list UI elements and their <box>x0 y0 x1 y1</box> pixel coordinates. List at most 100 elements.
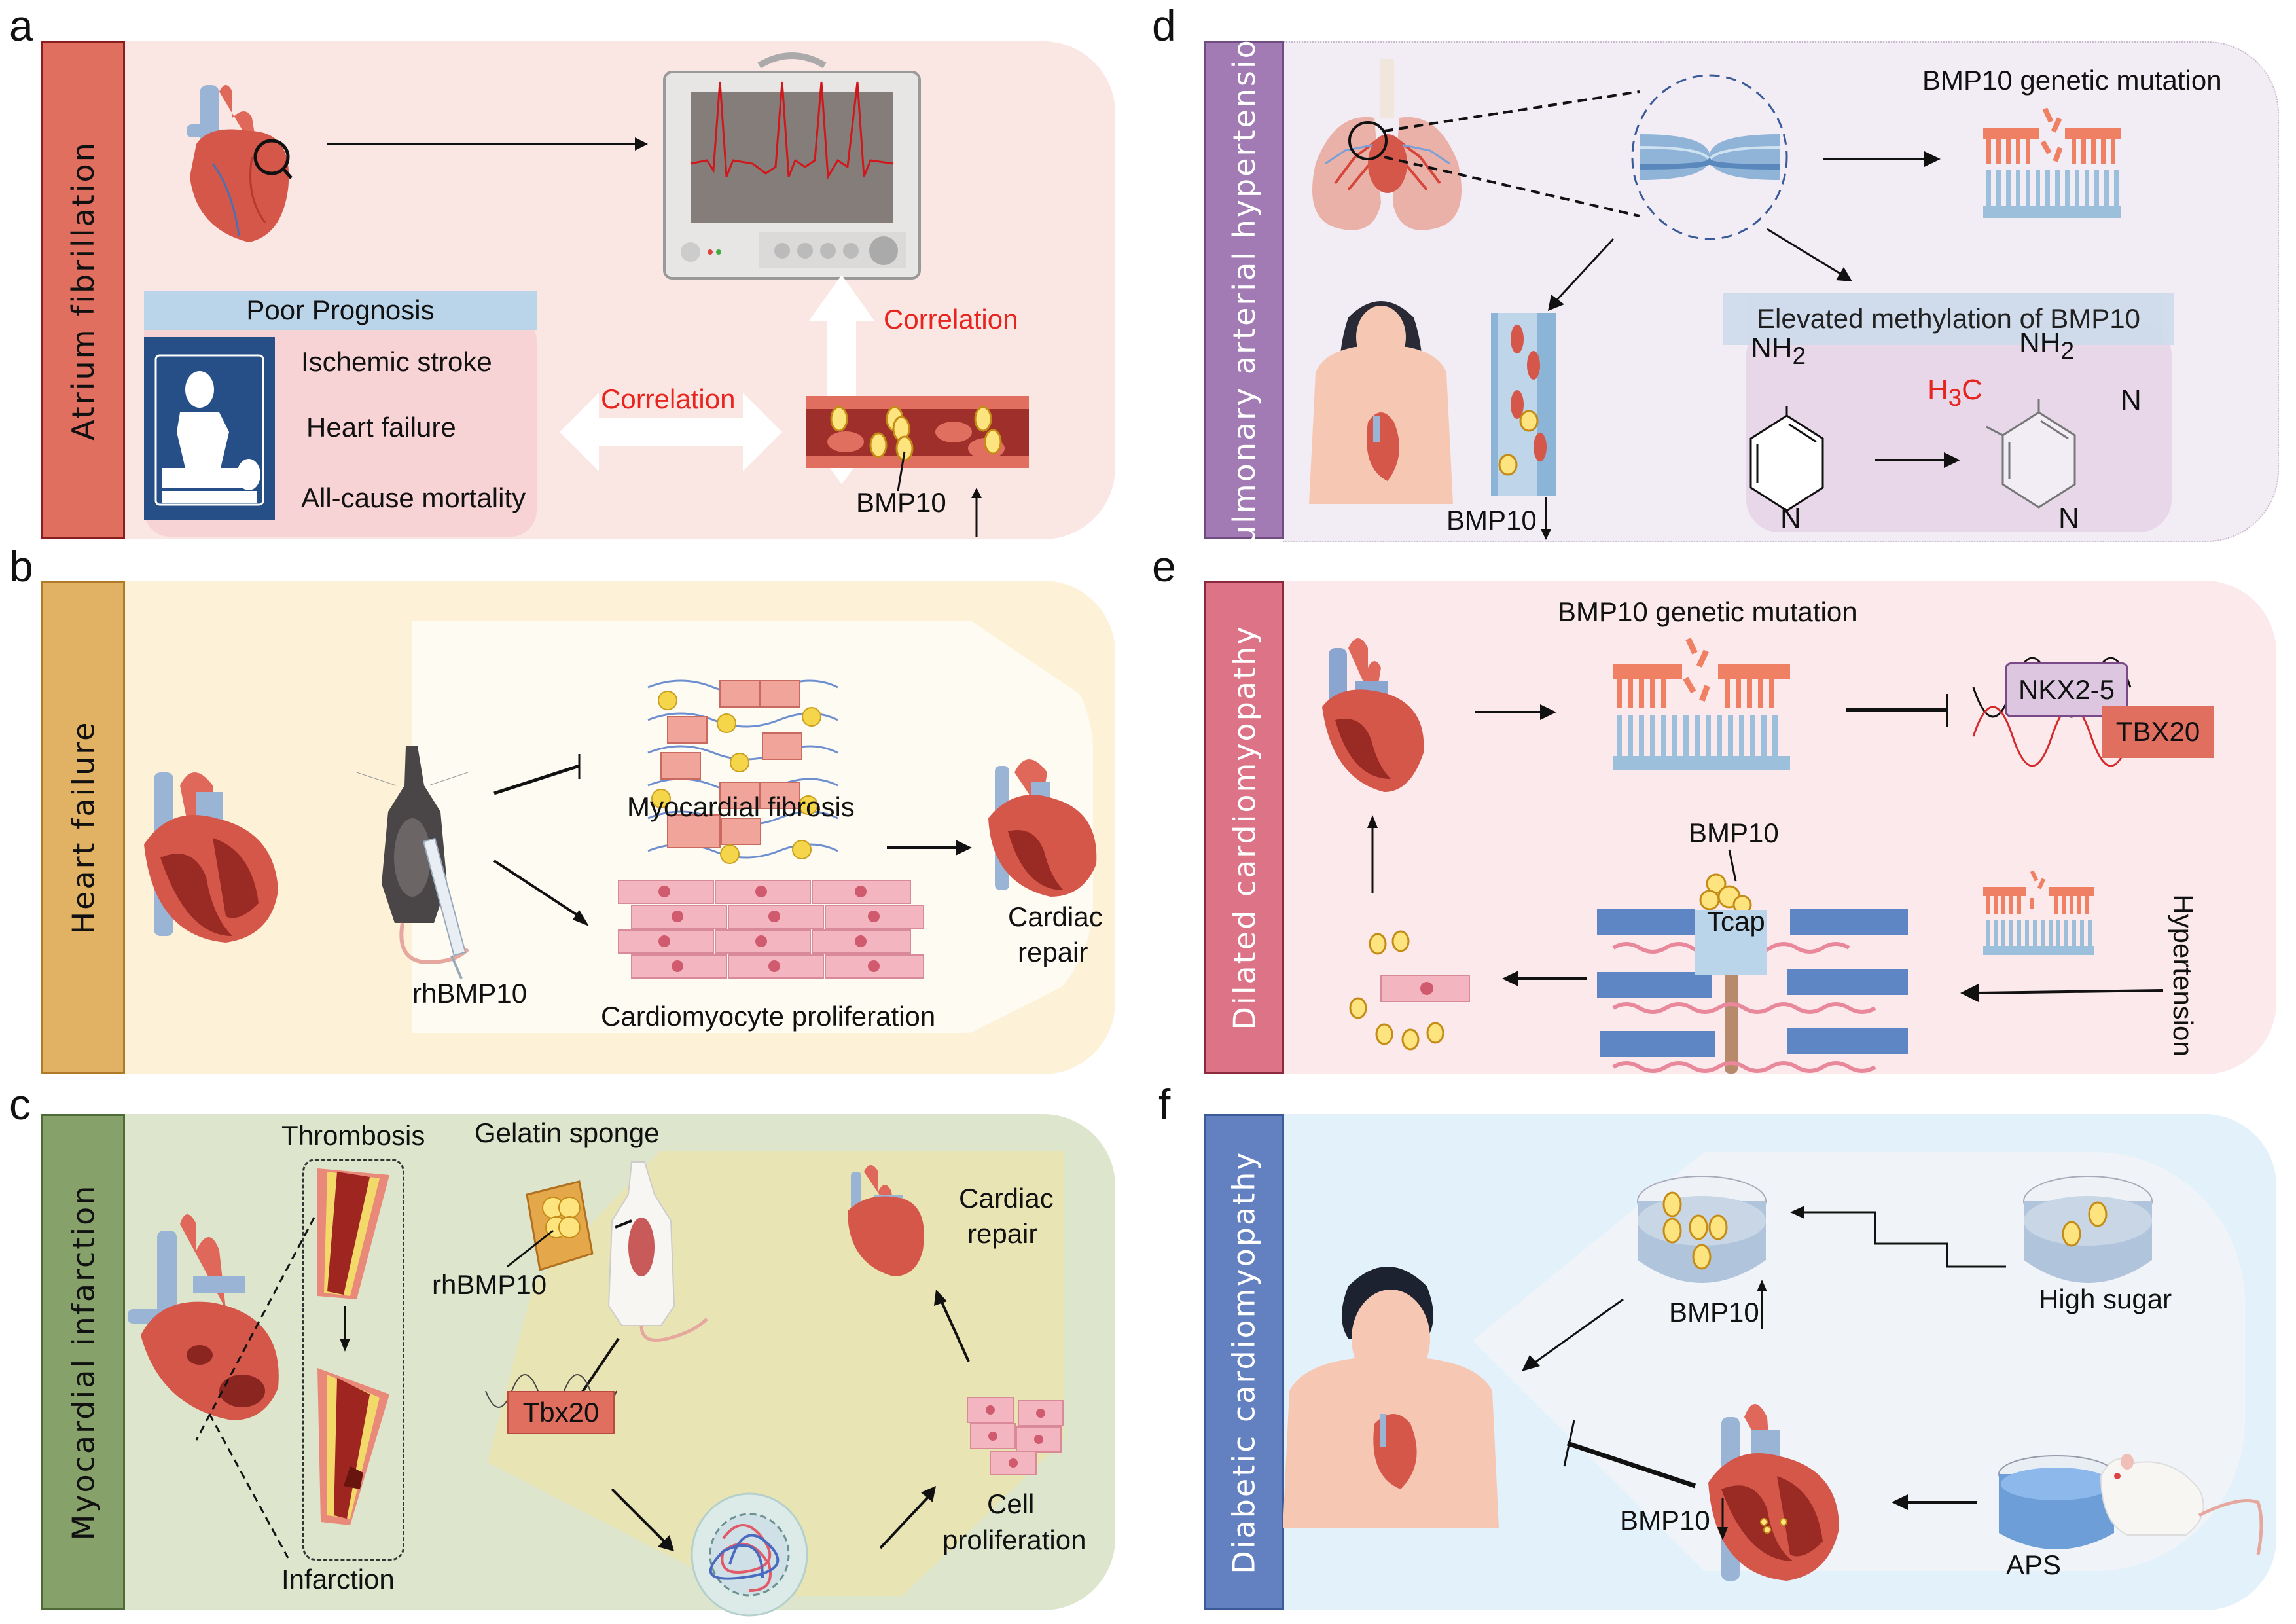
heart-icon <box>128 1214 279 1420</box>
panel-e-sidebar: Dilated cardiomyopathy <box>1204 581 1284 1074</box>
outcome-all-cause-mortality: All-cause mortality <box>301 482 526 513</box>
narrowed-vessel-icon <box>1631 74 1788 240</box>
cells-icon <box>967 1397 1064 1475</box>
petri-dish-icon <box>2023 1176 2153 1283</box>
nh2-left: NH2 <box>1751 332 1806 369</box>
arrow-to-cells <box>879 1486 936 1549</box>
arrow-to-cardiac-repair <box>887 840 972 856</box>
cardiomyocyte-icon <box>1349 930 1470 1051</box>
aps-label: APS <box>2006 1549 2062 1580</box>
hypertension-text: Hypertension <box>2168 894 2198 1056</box>
heart-icon <box>1708 1404 1839 1581</box>
bmp10-up-arrow-icon <box>1757 1280 1767 1329</box>
nkx25-box: NKX2-5 <box>2005 662 2128 717</box>
cardiomyocyte-proliferation-label: Cardiomyocyte proliferation <box>601 1001 936 1032</box>
nh2-right: NH2 <box>2019 327 2074 364</box>
nh2-right-subscript: 2 <box>2060 336 2074 364</box>
outcome-heart-failure: Heart failure <box>306 412 456 442</box>
h3c-c: C <box>1962 374 1982 406</box>
correlation-horizontal-label: Correlation <box>601 384 736 414</box>
methylation-title: Elevated methylation of BMP10 <box>1757 303 2140 334</box>
panel-b-title: Heart failure <box>65 720 101 935</box>
panel-b-sidebar: Heart failure <box>41 581 125 1074</box>
infarction-label: Infarction <box>281 1564 395 1595</box>
bmp10-label: BMP10 <box>1689 818 1779 848</box>
genetic-mutation-label: BMP10 genetic mutation <box>1922 65 2222 96</box>
panel-e-title: Dilated cardiomyopathy <box>1227 624 1263 1030</box>
methylation-box <box>1746 323 2172 532</box>
panel-label-c: c <box>9 1080 31 1128</box>
bmp10-down-arrow-icon <box>1717 1498 1728 1540</box>
hypertension-label: Hypertension <box>2160 890 2206 1060</box>
cardiomyocytes-icon <box>618 880 924 979</box>
woman-icon <box>1309 301 1453 504</box>
poor-prognosis-title: Poor Prognosis <box>246 295 435 325</box>
n-right-bottom: N <box>2058 502 2079 534</box>
nh2-left-text: NH <box>1751 332 1793 364</box>
fibrosis-cells-icon <box>647 679 838 864</box>
correlation-vertical-arrow <box>809 275 874 484</box>
outcome-ischemic-stroke: Ischemic stroke <box>301 346 492 377</box>
rhbmp10-label: rhBMP10 <box>432 1269 547 1300</box>
rat-icon <box>607 1161 708 1342</box>
sponge-pointer-line <box>507 1229 554 1268</box>
zoom-dashed-lines <box>195 1217 315 1559</box>
nucleus-icon <box>691 1492 808 1617</box>
tbx20-box: TBX20 <box>2102 706 2214 758</box>
nh2-left-subscript: 2 <box>1792 342 1806 369</box>
arrow-sarcomere-to-cell <box>1502 971 1587 986</box>
h3c-methyl-group: H3C <box>1928 374 1982 411</box>
artery-infarction-icon <box>317 1368 389 1525</box>
tbx20-label: Tbx20 <box>522 1397 600 1428</box>
aminopyridine-structure <box>1749 406 1824 512</box>
heart-icon <box>1322 638 1424 792</box>
h3c-subscript: 3 <box>1948 384 1962 411</box>
heart-icon <box>988 759 1097 897</box>
blood-vessel-icon <box>806 396 1029 468</box>
inhibit-arrow-nkx <box>1846 694 1948 727</box>
magnifier-icon <box>253 139 290 175</box>
bmp10-down-arrow-icon <box>1541 497 1551 540</box>
bmp10-pointer-line <box>1728 849 1737 882</box>
cardiac-repair-line1: Cardiac <box>959 1183 1054 1214</box>
panel-label-b: b <box>9 542 33 590</box>
inhibit-arrow-to-man <box>1563 1420 1696 1489</box>
inhibit-arrow-fibrosis <box>493 754 581 795</box>
panel-label-a: a <box>9 1 33 50</box>
myocardial-fibrosis-label: Myocardial fibrosis <box>627 791 855 822</box>
bmp10-down-label: BMP10 <box>1620 1505 1710 1536</box>
bmp10-up-arrow-icon <box>971 488 982 537</box>
bmp10-label: BMP10 <box>856 487 946 518</box>
rat-icon <box>2100 1454 2263 1555</box>
genetic-mutation-label: BMP10 genetic mutation <box>1558 596 1857 627</box>
panel-a-sidebar: Atrium fibrillation <box>41 41 125 539</box>
arrow-hypertension-to-sarcomere <box>1960 984 2164 1002</box>
bmp10-pointer-line <box>897 451 906 492</box>
mouse-icon <box>356 746 470 965</box>
water-bowl-icon <box>1998 1455 2115 1549</box>
blood-vessel-icon <box>1491 313 1556 496</box>
correlation-horizontal-arrow <box>560 393 782 471</box>
rhbmp10-label: rhBMP10 <box>412 978 528 1009</box>
stepped-arrow-high-sugar-to-dish <box>1790 1206 2006 1268</box>
arrow-dish-to-man <box>1522 1298 1624 1371</box>
arrow-thrombosis-to-infarction <box>340 1306 350 1352</box>
nh2-right-text: NH <box>2019 327 2061 359</box>
artery-thrombosis-icon <box>317 1168 389 1299</box>
arrow-to-mutation <box>1823 151 1941 167</box>
dna-mutation-icon <box>1983 870 2094 955</box>
methylated-pyridine-structure <box>1986 399 2076 509</box>
correlation-vertical-label: Correlation <box>884 304 1018 334</box>
dna-mutation-icon <box>1983 107 2121 218</box>
n-right-side: N <box>2121 384 2142 416</box>
bmp10-label: BMP10 <box>1446 505 1537 535</box>
zoom-dashed-lines <box>1384 90 1640 217</box>
heart-icon <box>187 85 293 242</box>
n-left: N <box>1780 502 1801 534</box>
nkx25-label: NKX2-5 <box>2018 674 2115 705</box>
panel-c-sidebar: Myocardial infarction <box>41 1114 125 1610</box>
poor-prognosis-header: Poor Prognosis <box>144 291 537 330</box>
panel-label-d: d <box>1152 1 1176 50</box>
petri-dish-icon <box>1637 1176 1767 1283</box>
cpr-icon <box>144 337 275 520</box>
